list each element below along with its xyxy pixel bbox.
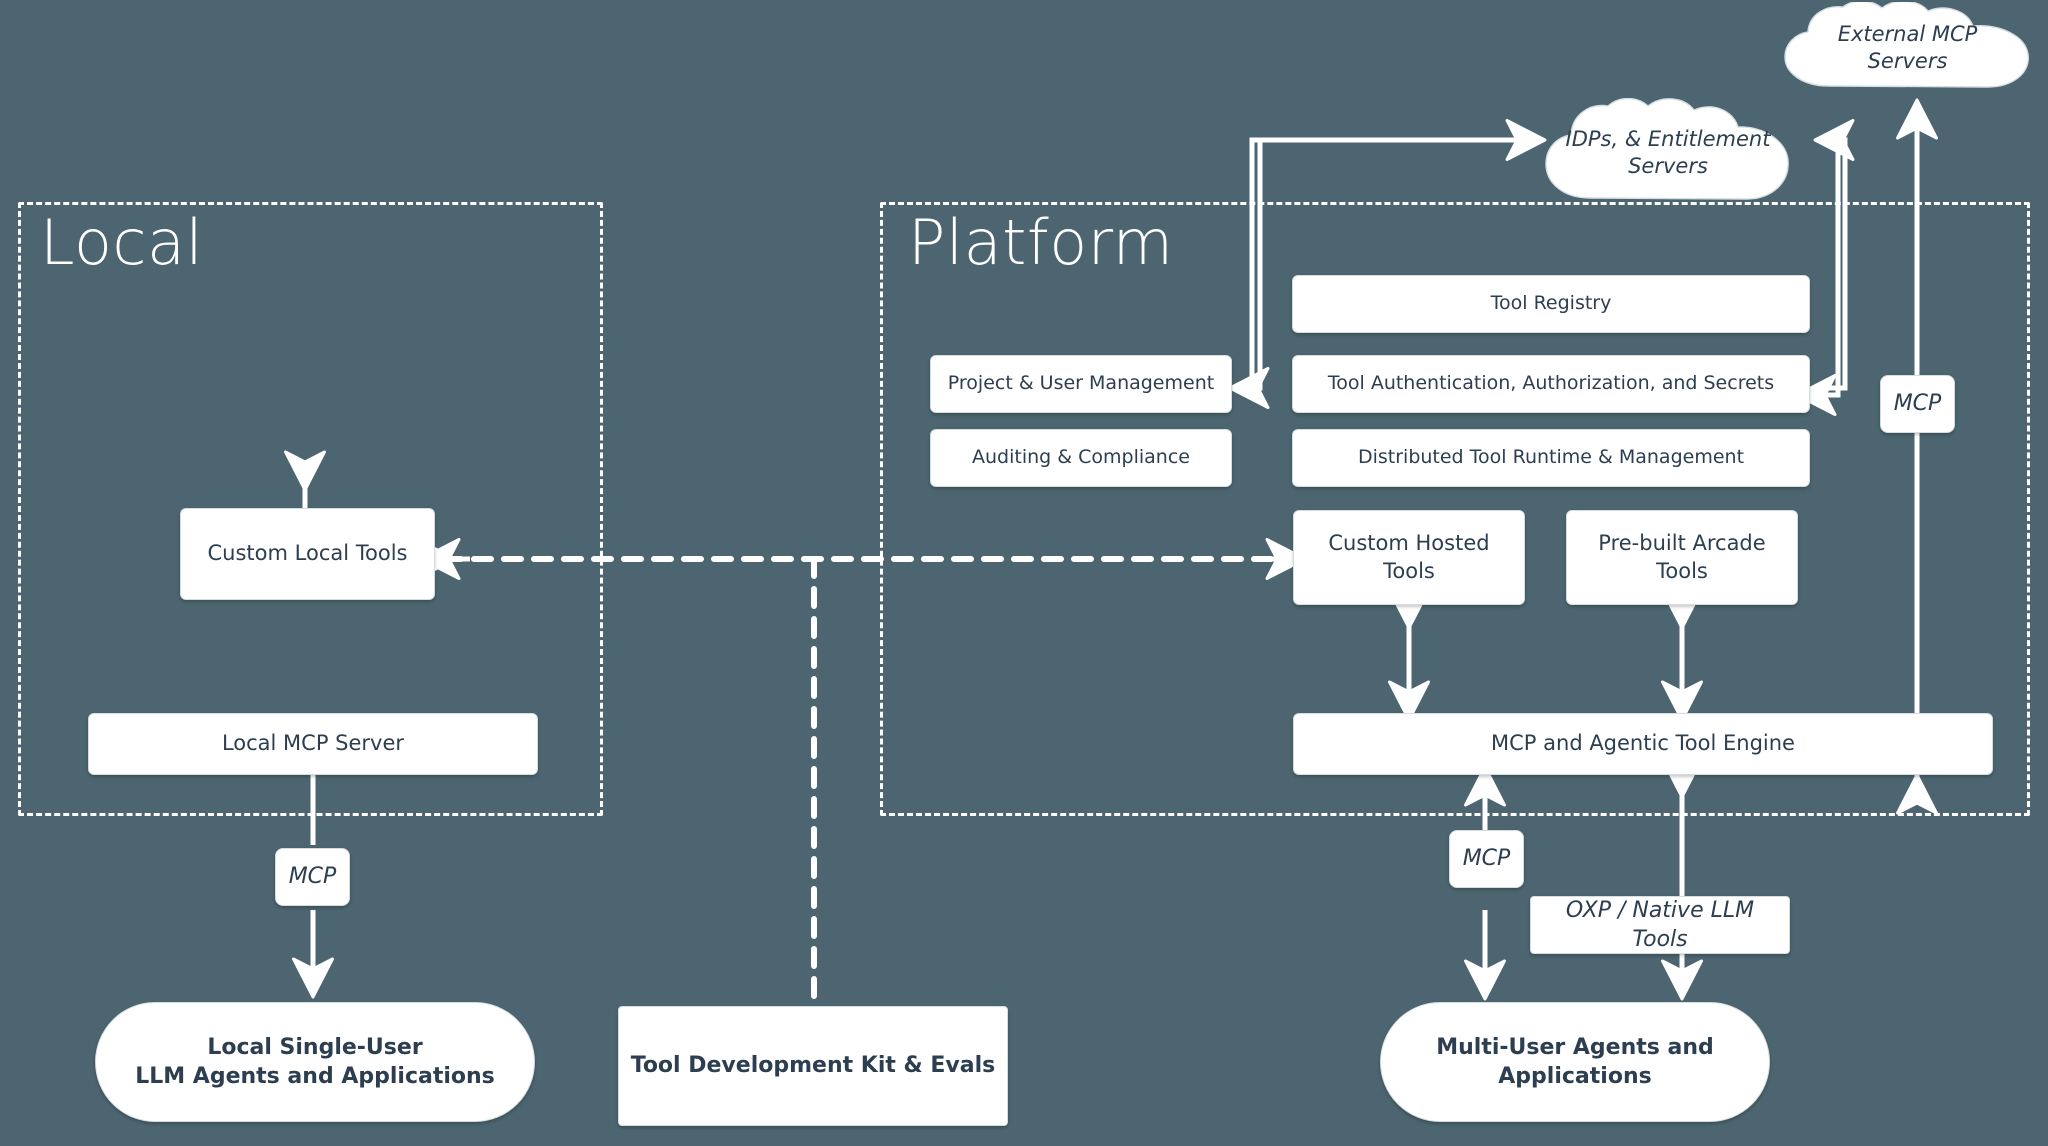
box-label-line1: Multi-User Agents and (1436, 1034, 1714, 1060)
box-local-agents[interactable]: Local Single-User LLM Agents and Applica… (95, 1002, 535, 1122)
box-multi-user-agents[interactable]: Multi-User Agents and Applications (1380, 1002, 1770, 1122)
box-label: Tool Registry (1490, 292, 1612, 315)
box-tool-authentication-authorization-secrets[interactable]: Tool Authentication, Authorization, and … (1292, 355, 1810, 413)
box-mcp-label-local[interactable]: MCP (275, 848, 350, 906)
box-label: MCP (288, 864, 337, 890)
box-label: Distributed Tool Runtime & Management (1357, 446, 1745, 469)
box-label: Local MCP Server (221, 731, 405, 756)
box-custom-local-tools[interactable]: Custom Local Tools (180, 508, 435, 600)
box-tool-development-kit[interactable]: Tool Development Kit & Evals (618, 1006, 1008, 1126)
zone-platform-title: Platform (908, 206, 1174, 279)
box-custom-hosted-tools[interactable]: Custom Hosted Tools (1293, 510, 1525, 605)
cloud-label: External MCP Servers (1837, 21, 1978, 73)
box-label: Pre-built Arcade Tools (1598, 530, 1766, 583)
box-label: MCP (1893, 391, 1942, 417)
box-label-line2: LLM Agents and Applications (135, 1064, 495, 1089)
box-prebuilt-arcade-tools[interactable]: Pre-built Arcade Tools (1566, 510, 1798, 605)
box-label: Auditing & Compliance (972, 446, 1190, 469)
zone-local (18, 202, 603, 816)
box-label: Local Single-User LLM Agents and Applica… (135, 1033, 495, 1091)
box-label: MCP and Agentic Tool Engine (1491, 731, 1795, 756)
box-label-line2: Applications (1498, 1064, 1652, 1089)
cloud-idps-entitlement-servers: IDPs, & Entitlement Servers (1538, 98, 1798, 208)
box-label-line1: Local Single-User (207, 1034, 423, 1060)
box-label: Custom Hosted Tools (1328, 530, 1490, 583)
box-oxp-native-llm-tools[interactable]: OXP / Native LLM Tools (1530, 896, 1790, 954)
zone-platform (880, 202, 2030, 816)
cloud-label: IDPs, & Entitlement Servers (1565, 126, 1771, 178)
box-local-mcp-server[interactable]: Local MCP Server (88, 713, 538, 775)
box-label: Tool Authentication, Authorization, and … (1327, 372, 1775, 395)
box-label: Custom Local Tools (207, 541, 408, 566)
zone-local-title: Local (40, 206, 204, 279)
box-tool-registry[interactable]: Tool Registry (1292, 275, 1810, 333)
box-label: Multi-User Agents and Applications (1436, 1033, 1714, 1091)
box-label: MCP (1462, 846, 1511, 872)
box-auditing-compliance[interactable]: Auditing & Compliance (930, 429, 1232, 487)
box-mcp-label-engine[interactable]: MCP (1449, 830, 1524, 888)
box-mcp-agentic-tool-engine[interactable]: MCP and Agentic Tool Engine (1293, 713, 1993, 775)
box-label: OXP / Native LLM Tools (1565, 897, 1755, 952)
box-project-user-management[interactable]: Project & User Management (930, 355, 1232, 413)
box-label: Project & User Management (947, 372, 1215, 395)
cloud-external-mcp-servers: External MCP Servers (1775, 2, 2040, 94)
box-mcp-label-right[interactable]: MCP (1880, 375, 1955, 433)
box-distributed-tool-runtime-management[interactable]: Distributed Tool Runtime & Management (1292, 429, 1810, 487)
box-label: Tool Development Kit & Evals (630, 1053, 996, 1079)
